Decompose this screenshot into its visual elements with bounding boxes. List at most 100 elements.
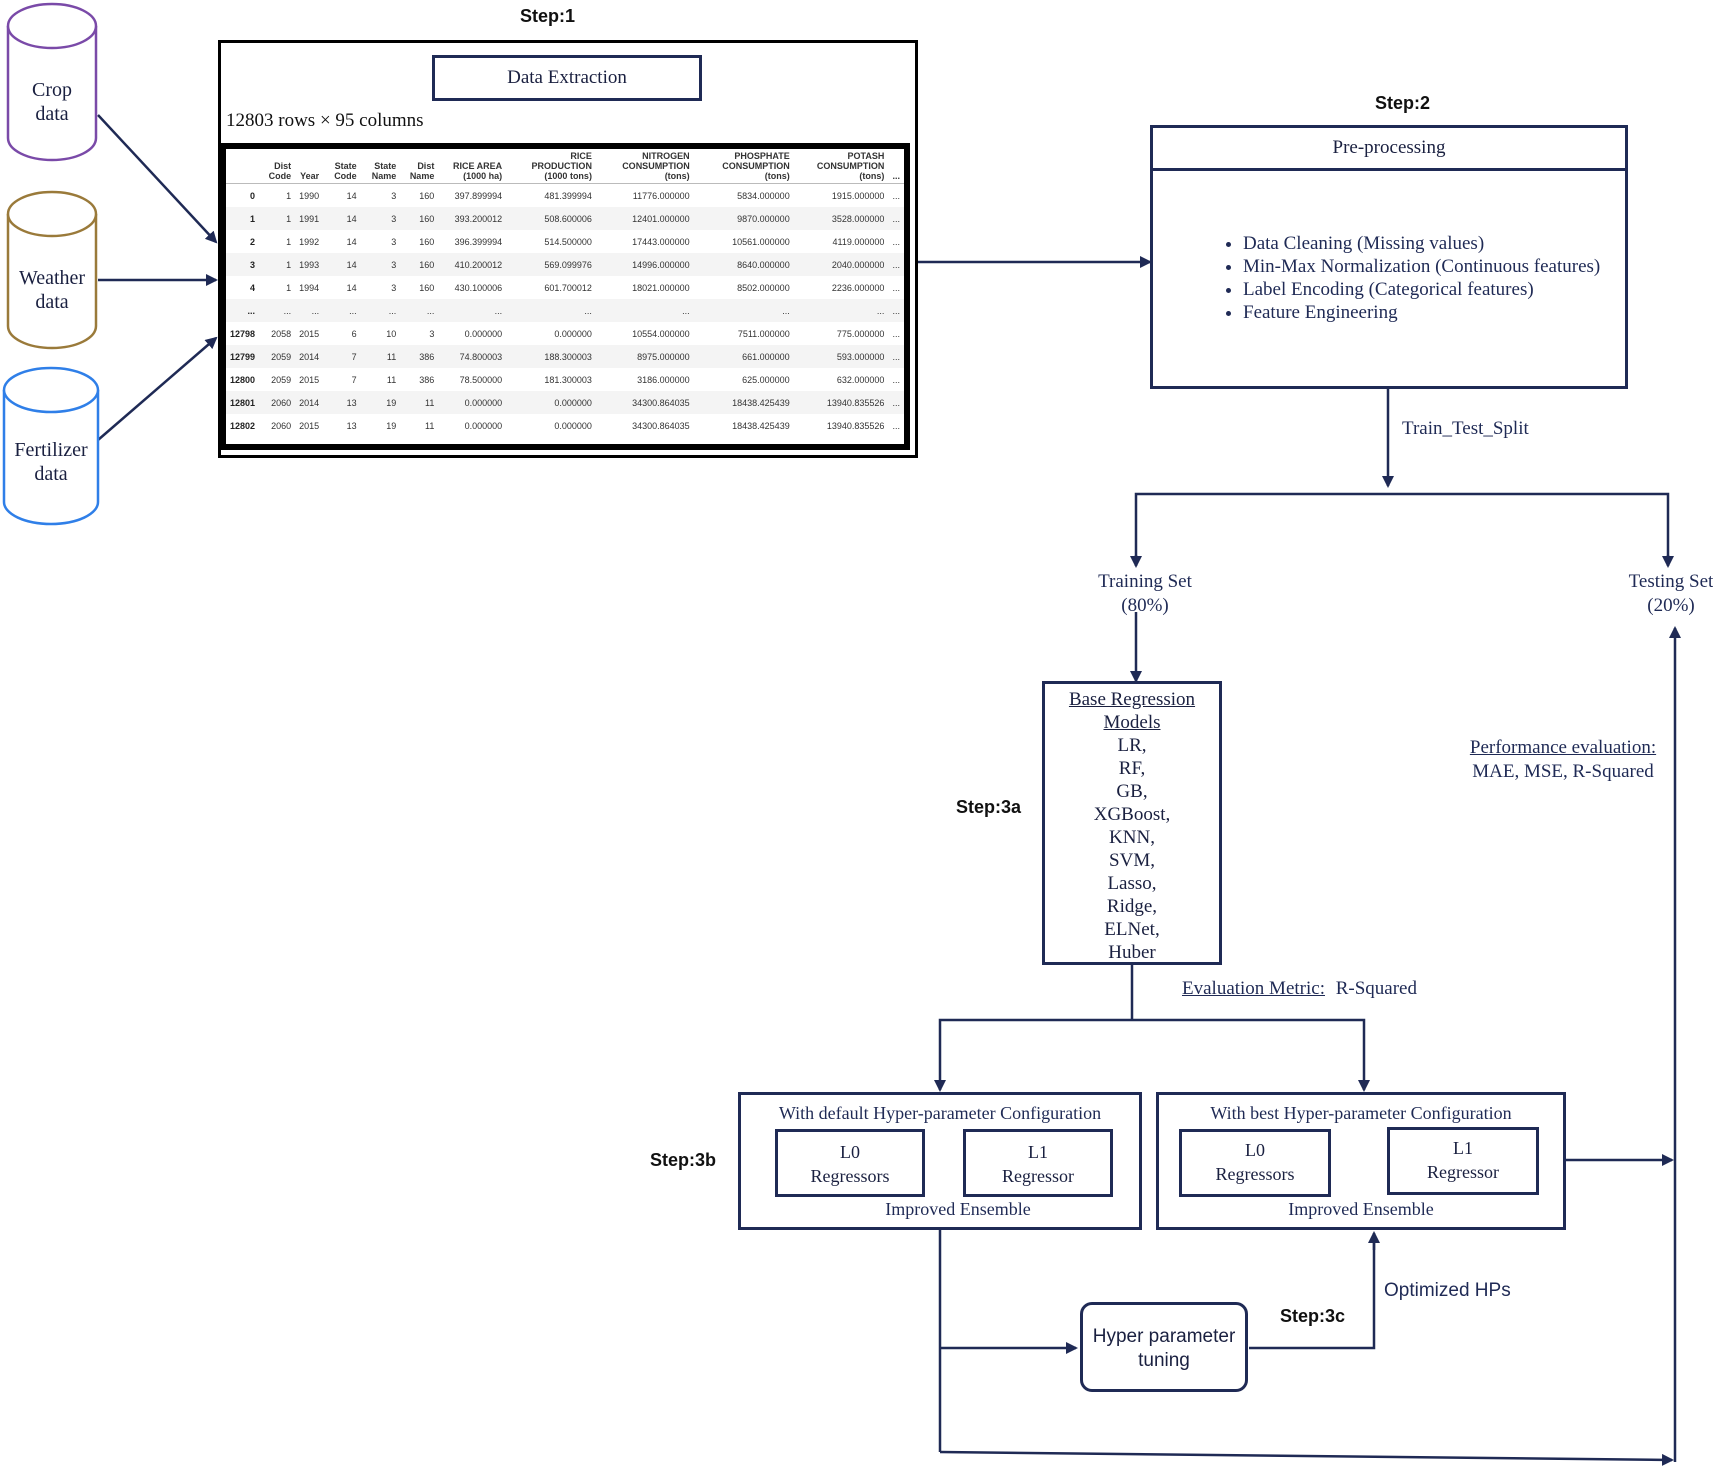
table-cell: 514.500000 xyxy=(544,236,592,247)
optimized-hps-label: Optimized HPs xyxy=(1384,1280,1511,1301)
models-branch xyxy=(938,1018,1366,1088)
table-cell: 661.000000 xyxy=(693,345,794,368)
table-cell: 14 xyxy=(346,282,357,293)
table-cell: 160 xyxy=(419,236,435,247)
table-cell: 2058 xyxy=(271,328,292,339)
table-cell: 3 xyxy=(360,207,401,230)
table-cell: 1990 xyxy=(299,190,320,201)
base-model-item: Lasso, xyxy=(1107,873,1157,894)
table-header-cell: PHOSPHATE CONSUMPTION (tons) xyxy=(693,149,794,184)
table-row-index: 12801 xyxy=(226,391,260,414)
data-extraction-box: Data Extraction xyxy=(432,55,702,101)
table-header-cell: State Name xyxy=(360,149,401,184)
table-cell: 3186.000000 xyxy=(637,374,690,385)
evaluation-metric-label: Evaluation Metric: xyxy=(1182,978,1325,999)
table-cell: 14996.000000 xyxy=(595,253,694,276)
evaluation-metric: Evaluation Metric: R-Squared xyxy=(1182,978,1417,1000)
table-header-cell: Year xyxy=(295,149,324,184)
testing-set-label: Testing Set(20%) xyxy=(1628,571,1713,616)
table-cell: 14 xyxy=(346,236,357,247)
table-header-cell: NITROGEN CONSUMPTION (tons) xyxy=(595,149,694,184)
table-header-cell: ... xyxy=(888,149,904,184)
table-cell: ... xyxy=(259,299,296,322)
table-cell: 11 xyxy=(400,391,439,414)
table-cell: 14 xyxy=(323,253,361,276)
table-row-index: 2 xyxy=(250,236,256,247)
table-cell: 12401.000000 xyxy=(595,207,694,230)
table-cell: 0.000000 xyxy=(554,328,592,339)
table-header-cell: RICE AREA (1000 ha) xyxy=(438,149,507,184)
table-cell: 2014 xyxy=(295,391,324,414)
table-header-cell: Dist Name xyxy=(400,149,439,184)
table-cell: ... xyxy=(693,299,794,322)
base-models-box: Base Regression Models LR,RF,GB,XGBoost,… xyxy=(1042,681,1222,965)
table-cell: 13940.835526 xyxy=(826,420,885,431)
preprocessing-title: Pre-processing xyxy=(1153,128,1625,171)
table-cell: 13940.835526 xyxy=(793,391,889,414)
performance-label: Performance evaluation: xyxy=(1469,737,1657,758)
table-cell: ... xyxy=(892,328,900,339)
base-model-item: Huber xyxy=(1108,942,1156,963)
table-cell: 10561.000000 xyxy=(732,236,790,247)
table-cell: 9870.000000 xyxy=(693,207,794,230)
base-models-title: Base Regression xyxy=(1068,689,1196,710)
table-cell: ... xyxy=(506,299,596,322)
table-cell: ... xyxy=(400,299,439,322)
step-1-label: Step:1 xyxy=(520,6,576,26)
table-cell: 3 xyxy=(391,190,397,201)
preprocessing-box: Pre-processing Data Cleaning (Missing va… xyxy=(1150,125,1628,389)
table-cell: 11 xyxy=(386,374,397,385)
table-cell: 13 xyxy=(346,420,357,431)
table-cell: 74.800003 xyxy=(438,345,507,368)
table-header-cell: POTASH CONSUMPTION (tons) xyxy=(793,149,889,184)
step-3a-label: Step:3a xyxy=(956,797,1022,817)
table-cell: 78.500000 xyxy=(459,374,503,385)
table-row-index: 12798 xyxy=(230,328,256,339)
table-header-cell: Dist Code xyxy=(259,149,296,184)
table-cell: 181.300003 xyxy=(544,374,592,385)
table-row-index: ... xyxy=(226,299,260,322)
table-cell: 7 xyxy=(323,345,361,368)
table-cell: 2059 xyxy=(271,374,292,385)
table-cell: 393.200012 xyxy=(438,207,507,230)
table-cell: 2014 xyxy=(295,345,324,368)
table-cell: ... xyxy=(438,299,507,322)
table-cell: 11776.000000 xyxy=(632,190,690,201)
cylinder-icon xyxy=(2,366,100,526)
table-cell: 430.100006 xyxy=(454,282,503,293)
table-cell: 0.000000 xyxy=(506,391,596,414)
table-cell: 3528.000000 xyxy=(793,207,889,230)
table-cell: 396.399994 xyxy=(454,236,503,247)
preprocessing-item: Data Cleaning (Missing values) xyxy=(1243,232,1600,255)
base-model-item: GB, xyxy=(1116,781,1148,802)
arrow-crop-to-table xyxy=(97,114,218,244)
table-row-index: 12802 xyxy=(230,420,256,431)
table-cell: ... xyxy=(888,207,904,230)
table-cell: 2060 xyxy=(259,391,296,414)
best-ensemble-footer: Improved Ensemble xyxy=(1288,1199,1434,1219)
table-cell: 160 xyxy=(400,207,439,230)
table-cell: ... xyxy=(892,190,900,201)
cylinder-icon xyxy=(6,2,98,162)
split-bar xyxy=(1134,492,1670,563)
table-cell: 1915.000000 xyxy=(831,190,885,201)
performance-value: MAE, MSE, R-Squared xyxy=(1472,761,1654,782)
preprocessing-item: Feature Engineering xyxy=(1243,301,1600,324)
table-cell: 10554.000000 xyxy=(632,328,690,339)
performance-evaluation: Performance evaluation: MAE, MSE, R-Squa… xyxy=(1462,736,1664,784)
table-cell: 188.300003 xyxy=(506,345,596,368)
base-model-item: RF, xyxy=(1118,758,1146,779)
table-cell: 13 xyxy=(323,391,361,414)
table-cell: 775.000000 xyxy=(836,328,885,339)
